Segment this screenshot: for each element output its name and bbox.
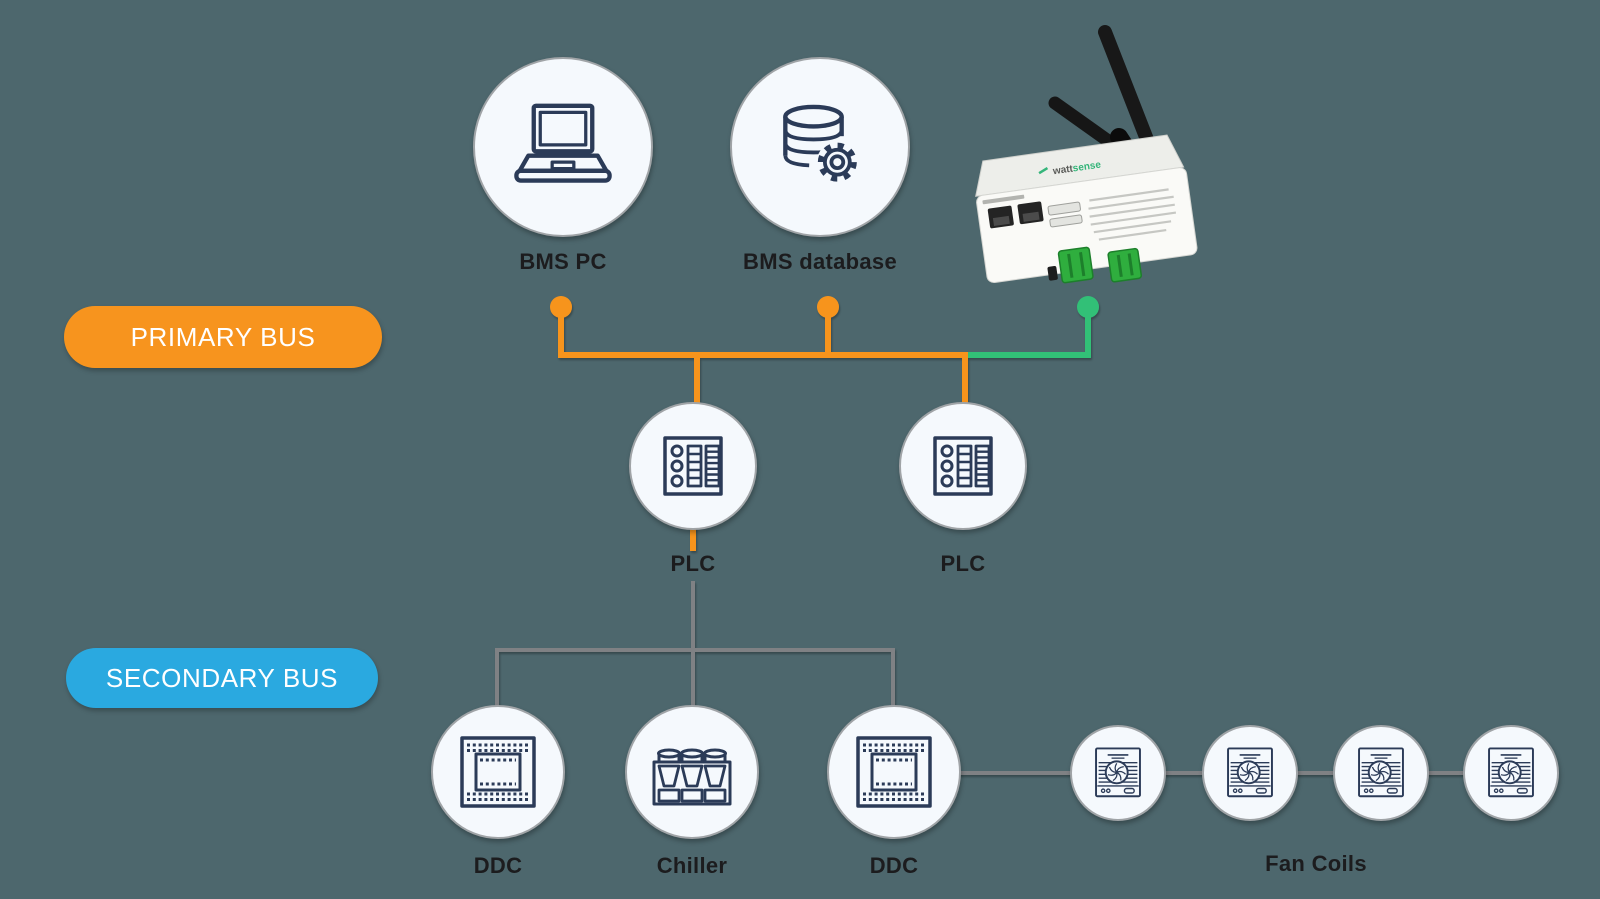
- node-plc-left: [629, 402, 757, 530]
- node-chiller: [625, 705, 759, 839]
- connection-dot-bms-pc: [550, 296, 572, 318]
- chip-icon: [856, 736, 932, 808]
- connection-dot-bms-database: [817, 296, 839, 318]
- fan-coil-icon: [1095, 747, 1141, 798]
- primary-bus-label: PRIMARY BUS: [130, 321, 316, 352]
- bms-pc-label: BMS PC: [519, 249, 607, 274]
- chip-icon: [460, 736, 536, 808]
- node-fan-coil-2: [1202, 725, 1298, 821]
- ddc-left-label: DDC: [473, 853, 523, 878]
- node-bms-pc: [473, 57, 653, 237]
- gateway-primary-bus-wire: [963, 308, 1091, 358]
- plc-icon: [933, 436, 993, 496]
- primary-bus-badge: PRIMARY BUS: [64, 306, 382, 368]
- fan-coil-icon: [1227, 747, 1273, 798]
- node-fan-coil-3: [1333, 725, 1429, 821]
- chiller-label: Chiller: [656, 853, 728, 878]
- secondary-bus-badge: SECONDARY BUS: [66, 648, 378, 708]
- node-fan-coil-1: [1070, 725, 1166, 821]
- bms-database-label: BMS database: [743, 249, 897, 274]
- primary-bus-wire: [558, 308, 968, 404]
- secondary-bus-label: SECONDARY BUS: [105, 662, 339, 693]
- node-plc-right: [899, 402, 1027, 530]
- database-gear-icon: [783, 104, 858, 183]
- ddc-right-label: DDC: [869, 853, 919, 878]
- plc-left-label: PLC: [670, 551, 716, 576]
- laptop-icon: [514, 103, 612, 183]
- node-bms-database: [730, 57, 910, 237]
- connection-dot-gateway: [1077, 296, 1099, 318]
- gateway-body: wattsense: [975, 134, 1198, 284]
- vent-grille: [1088, 188, 1177, 241]
- node-fan-coil-4: [1463, 725, 1559, 821]
- node-ddc-left: [431, 705, 565, 839]
- gateway-brand-logo: wattsense: [1051, 160, 1102, 178]
- fan-coils-label: Fan Coils: [1265, 851, 1367, 876]
- green-terminal-blocks: [1057, 246, 1143, 284]
- fan-coil-icon: [1358, 747, 1404, 798]
- gateway-device-image: wattsense: [975, 25, 1198, 284]
- chiller-icon: [652, 748, 732, 806]
- node-ddc-right: [827, 705, 961, 839]
- plc-icon: [663, 436, 723, 496]
- fan-coil-icon: [1488, 747, 1534, 798]
- plc-right-label: PLC: [940, 551, 986, 576]
